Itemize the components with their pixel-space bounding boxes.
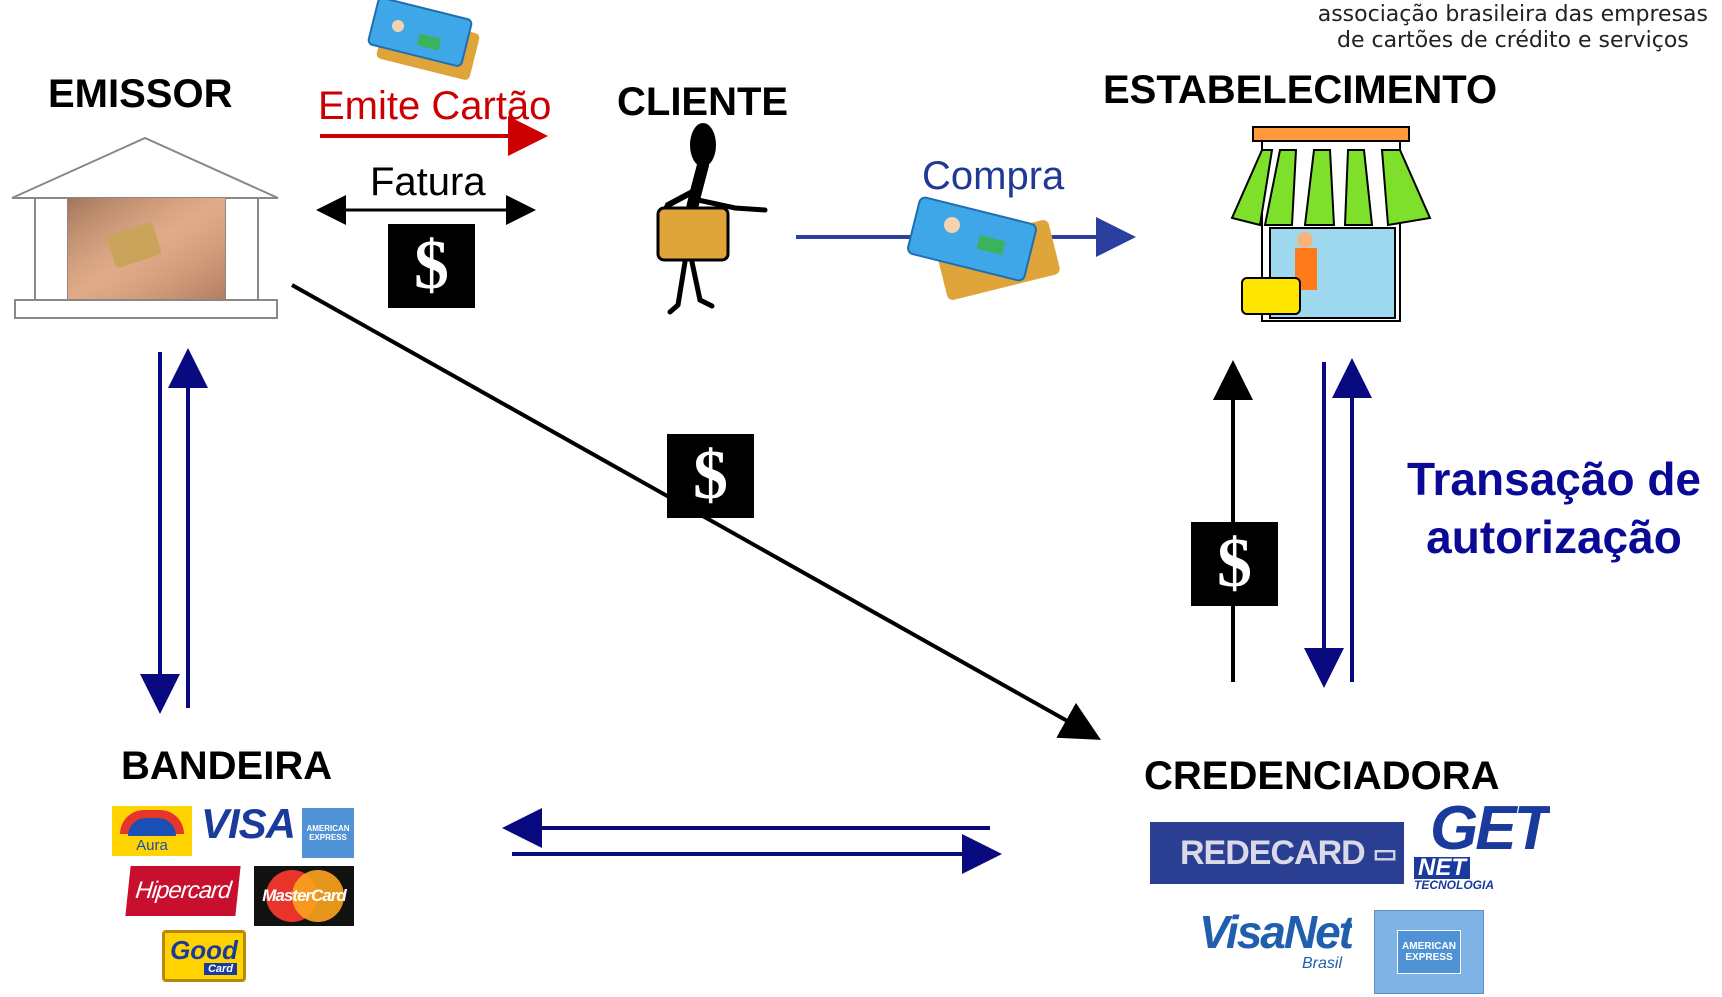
visa-logo: VISA	[200, 800, 296, 847]
aura-arc-inner-icon	[128, 818, 176, 836]
node-bandeira: BANDEIRA	[121, 744, 333, 788]
redecard-card-icon: ▭	[1372, 837, 1398, 868]
getnet-tecnologia-text: TECNOLOGIA	[1414, 877, 1494, 892]
getnet-net-text: NET	[1414, 855, 1470, 879]
compra-label: Compra	[922, 154, 1065, 198]
visanet-text: VisaNet	[1198, 906, 1352, 958]
node-credenciadora: CREDENCIADORA	[1144, 754, 1500, 798]
mastercard-orange-circle-icon	[292, 870, 344, 922]
abecs-header: associação brasileira das empresas de ca…	[1318, 2, 1708, 54]
abecs-line-1: associação brasileira das empresas	[1317, 2, 1708, 27]
store-icon	[1230, 126, 1432, 322]
amex-text: AMERICAN EXPRESS	[1397, 930, 1461, 974]
visanet-logo: VisaNet Brasil	[1186, 904, 1352, 978]
amex-logo-bandeira: AMERICAN EXPRESS	[302, 808, 354, 858]
visanet-brasil-text: Brasil	[1301, 955, 1342, 972]
fatura-label: Fatura	[370, 160, 486, 204]
getnet-get-text: GET	[1430, 800, 1550, 863]
dollar-icon: $	[388, 224, 475, 308]
emite-cartao-label: Emite Cartão	[318, 84, 552, 128]
amex-logo-credenciadora: AMERICAN EXPRESS	[1374, 910, 1484, 994]
credit-card-icon	[907, 196, 1060, 300]
aura-logo: Aura	[112, 806, 192, 856]
node-estabelecimento: ESTABELECIMENTO	[1103, 68, 1498, 112]
hipercard-logo: Hipercard	[125, 866, 241, 916]
bank-icon	[11, 136, 279, 319]
abecs-line-2: de cartões de crédito e serviços	[1336, 28, 1689, 53]
redecard-text: REDECARD	[1180, 833, 1366, 872]
transacao-line-1: Transação de	[1406, 453, 1702, 505]
transacao-line-2: autorização	[1426, 511, 1682, 563]
goodcard-subtext: Card	[203, 963, 237, 975]
dollar-icon: $	[667, 434, 754, 518]
person-icon	[656, 123, 768, 315]
dollar-icon: $	[1191, 522, 1278, 606]
node-cliente: CLIENTE	[617, 80, 789, 124]
goodcard-text: Good	[170, 935, 238, 965]
credit-card-icon	[367, 0, 480, 80]
node-emissor: EMISSOR	[48, 72, 233, 116]
getnet-logo: GET NET TECNOLOGIA	[1414, 800, 1550, 892]
transacao-autorizacao-label: Transação de autorização	[1398, 450, 1710, 566]
aura-text: Aura	[136, 837, 168, 854]
mastercard-text: MasterCard	[262, 886, 347, 905]
goodcard-logo: Good Card	[162, 930, 246, 982]
redecard-logo: REDECARD ▭	[1150, 822, 1404, 884]
mastercard-logo: MasterCard	[254, 866, 354, 926]
